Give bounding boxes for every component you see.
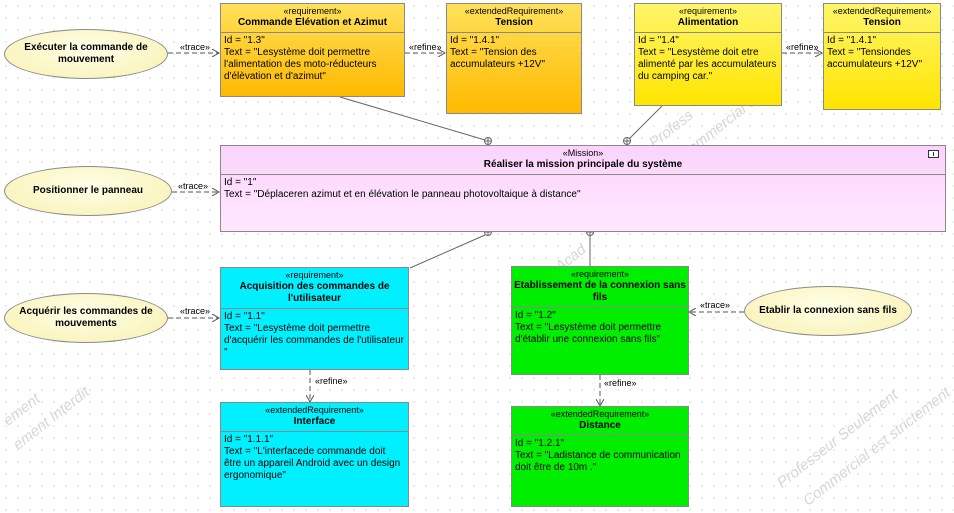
requirement-text: Text = "Ladistance de communication doit…	[515, 450, 684, 473]
refine-label: «refine»	[786, 42, 819, 52]
stereotype-label: «extendedRequirement»	[832, 6, 932, 16]
trace-label: «trace»	[180, 42, 211, 52]
requirement-id: Id = "1.2.1"	[515, 438, 565, 449]
requirement-name: Interface	[293, 416, 336, 427]
containment-line[interactable]	[339, 96, 486, 141]
requirement-text: Text = "Lesystème doit etre alimenté par…	[638, 47, 780, 82]
stereotype-label: «Mission»	[562, 148, 604, 158]
requirement-text: Text = "Tensiondes accumulateurs +12V"	[827, 47, 922, 70]
refine-label: «refine»	[604, 378, 637, 388]
extended-requirement-tension[interactable]: «extendedRequirement» Tension Id = "1.4.…	[823, 3, 941, 110]
extended-requirement-interface[interactable]: «extendedRequirement» Interface Id = "1.…	[220, 402, 409, 507]
requirement-name: Etablissement de la connexion sans fils	[514, 280, 686, 303]
requirement-id: Id = "1.1.1"	[224, 434, 274, 445]
requirement-id: Id = "1.1"	[224, 311, 265, 322]
stereotype-label: «requirement»	[283, 6, 342, 16]
mission-name: Réaliser la mission principale du systèm…	[483, 159, 683, 170]
requirement-text: Text = "Tension des accumulateurs +12V"	[450, 47, 545, 70]
requirement-id: Id = "1.3"	[224, 35, 265, 46]
mission-id: Id = "1"	[224, 177, 257, 188]
requirement-text: Text = "Lesystème doit permettre d'acqué…	[224, 323, 407, 358]
refine-label: «refine»	[315, 376, 348, 386]
trace-label: «trace»	[700, 300, 731, 310]
extended-requirement-tension[interactable]: «extendedRequirement» Tension Id = "1.4.…	[446, 3, 582, 114]
trace-label: «trace»	[180, 306, 211, 316]
requirement-id: Id = "1.4"	[638, 35, 679, 46]
requirement-name: Acquisition des commandes de l'utilisate…	[239, 281, 390, 304]
requirement-name: Tension	[863, 17, 901, 28]
refine-label: «refine»	[409, 42, 442, 52]
requirement-text: Text = "Lesystème doit permettre d'établ…	[515, 322, 664, 345]
usecase-establish-connection[interactable]: Etablir la connexion sans fils	[744, 286, 912, 336]
stereotype-label: «requirement»	[678, 6, 738, 16]
mission-text: Text = "Déplaceren azimut et en élévatio…	[224, 189, 581, 200]
mission-box[interactable]: «Mission» Réaliser la mission principale…	[220, 145, 946, 232]
usecase-execute-move[interactable]: Exécuter la commande de mouvement	[4, 29, 168, 79]
stereotype-label: «extendedRequirement»	[550, 409, 650, 419]
requirement-text: Text = "L'interfacede commande doit être…	[224, 446, 404, 481]
stereotype-label: «extendedRequirement»	[265, 405, 364, 415]
requirement-connexion[interactable]: «requirement» Etablissement de la connex…	[511, 266, 689, 375]
containment-line[interactable]	[409, 234, 486, 269]
requirement-commande[interactable]: «requirement» Commande Elévation et Azim…	[220, 3, 405, 97]
requirement-id: Id = "1.2"	[515, 310, 556, 321]
requirement-name: Commande Elévation et Azimut	[237, 17, 388, 28]
usecase-position-panel[interactable]: Positionner le panneau	[4, 166, 172, 216]
requirement-text: Text = "Lesystème doit permettre l'alime…	[224, 47, 380, 82]
mission-icon	[928, 150, 939, 158]
requirement-name: Alimentation	[677, 17, 739, 28]
requirement-id: Id = "1.4.1"	[450, 35, 500, 46]
stereotype-label: «requirement»	[285, 270, 344, 280]
trace-label: «trace»	[178, 181, 209, 191]
requirement-name: Tension	[495, 17, 533, 28]
usecase-acquire-commands[interactable]: Acquérir les commandes de mouvements	[4, 293, 168, 343]
stereotype-label: «extendedRequirement»	[464, 6, 564, 16]
requirement-alimentation[interactable]: «requirement» Alimentation Id = "1.4" Te…	[634, 3, 782, 106]
stereotype-label: «requirement»	[570, 269, 630, 279]
requirement-name: Distance	[579, 420, 621, 431]
requirement-id: Id = "1.4.1"	[827, 35, 877, 46]
extended-requirement-distance[interactable]: «extendedRequirement» Distance Id = "1.2…	[511, 406, 689, 507]
containment-line[interactable]	[628, 105, 663, 140]
requirement-acquisition[interactable]: «requirement» Acquisition des commandes …	[220, 267, 409, 370]
